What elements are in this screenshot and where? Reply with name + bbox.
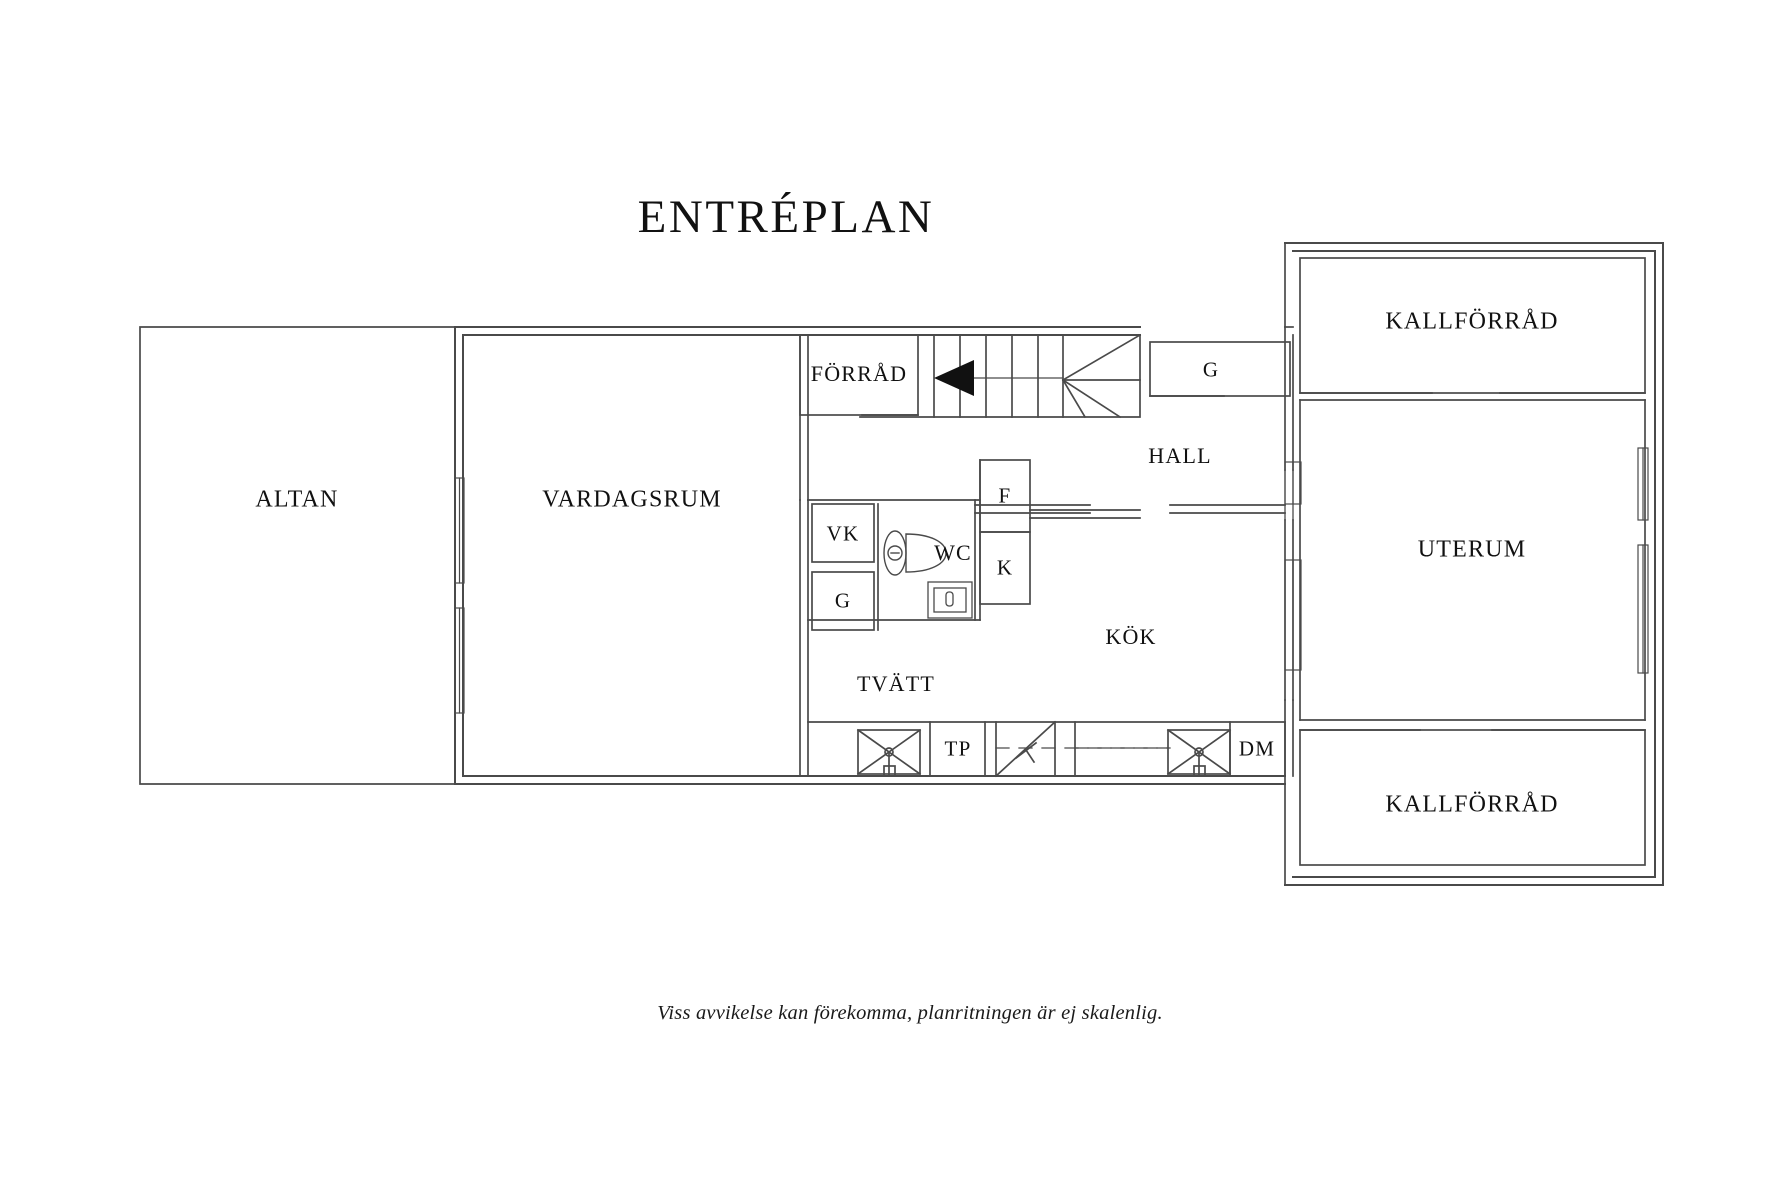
room-label-altan: ALTAN bbox=[255, 486, 339, 513]
appliance-label-tp: TP bbox=[944, 736, 972, 761]
appliance-label-dm: DM bbox=[1238, 736, 1276, 761]
room-label-tvatt: TVÄTT bbox=[856, 671, 936, 696]
hall-connector bbox=[1284, 242, 1294, 886]
closet-label-g-wc: G bbox=[834, 588, 852, 613]
bottom-appliance-row bbox=[807, 720, 1286, 778]
door-swings bbox=[1284, 469, 1294, 521]
uterum-window-right bbox=[1637, 447, 1649, 674]
room-label-hall: HALL bbox=[1148, 443, 1212, 468]
closet-label-vk: VK bbox=[826, 521, 860, 546]
stair-direction-arrow bbox=[934, 360, 974, 396]
appliance-label-fridge: F bbox=[998, 483, 1012, 508]
interior-doors bbox=[1029, 509, 1141, 519]
room-label-vardagsrum: VARDAGSRUM bbox=[542, 486, 722, 513]
sink-icon bbox=[927, 581, 973, 619]
right-building-outer bbox=[1284, 242, 1664, 886]
altan-outline bbox=[139, 326, 456, 785]
kitchen-counter-top bbox=[974, 504, 1286, 514]
page-title: ENTRÉPLAN bbox=[637, 191, 935, 243]
room-label-forrad: FÖRRÅD bbox=[810, 361, 908, 386]
hall-walls bbox=[1149, 326, 1294, 785]
window-group-left bbox=[454, 477, 465, 714]
house-outer-wall bbox=[454, 326, 1286, 785]
room-label-kallforrad-bottom: KALLFÖRRÅD bbox=[1385, 791, 1559, 818]
uterum-window-left bbox=[1284, 461, 1302, 671]
room-label-uterum: UTERUM bbox=[1417, 536, 1527, 563]
room-label-wc: WC bbox=[934, 540, 972, 565]
room-label-kok: KÖK bbox=[1105, 624, 1157, 649]
appliance-label-freezer: K bbox=[996, 555, 1014, 580]
vardagsrum-walls bbox=[462, 334, 809, 777]
room-label-kallforrad-top: KALLFÖRRÅD bbox=[1385, 308, 1559, 335]
disclaimer-note: Viss avvikelse kan förekomma, planritnin… bbox=[657, 1002, 1163, 1024]
closet-label-g-hall: G bbox=[1202, 357, 1220, 382]
